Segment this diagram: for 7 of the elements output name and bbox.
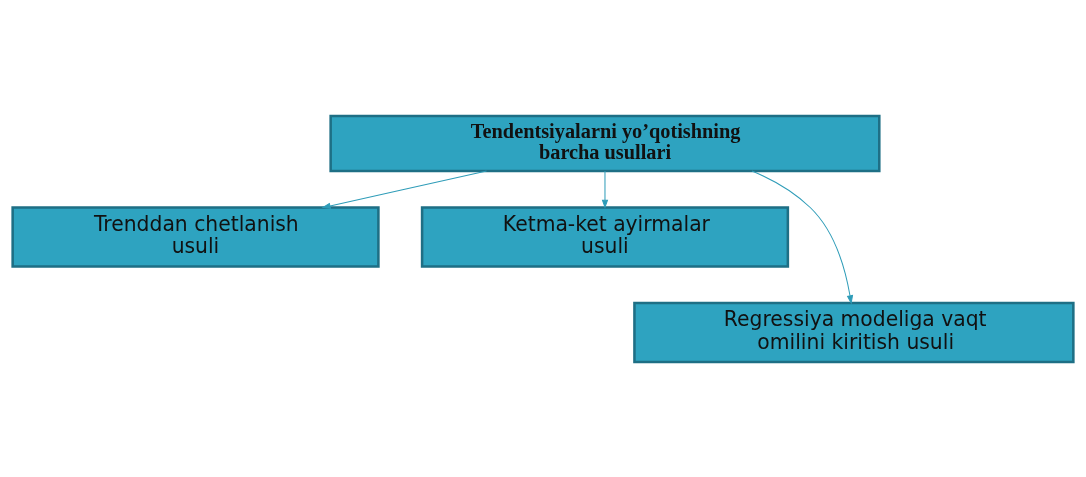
arrow bbox=[751, 169, 854, 304]
node-box: Regressiya modeliga vaqt omilini kiritish usuli bbox=[633, 301, 1075, 363]
node-box: Tendentsiyalarni yo’qotishning barcha usullari bbox=[329, 114, 881, 172]
arrow bbox=[321, 169, 488, 209]
node-box: Ketma-ket ayirmalar usuli bbox=[420, 205, 790, 268]
arrow bbox=[601, 169, 609, 209]
node-box: Trenddan chetlanish usuli bbox=[11, 205, 380, 268]
